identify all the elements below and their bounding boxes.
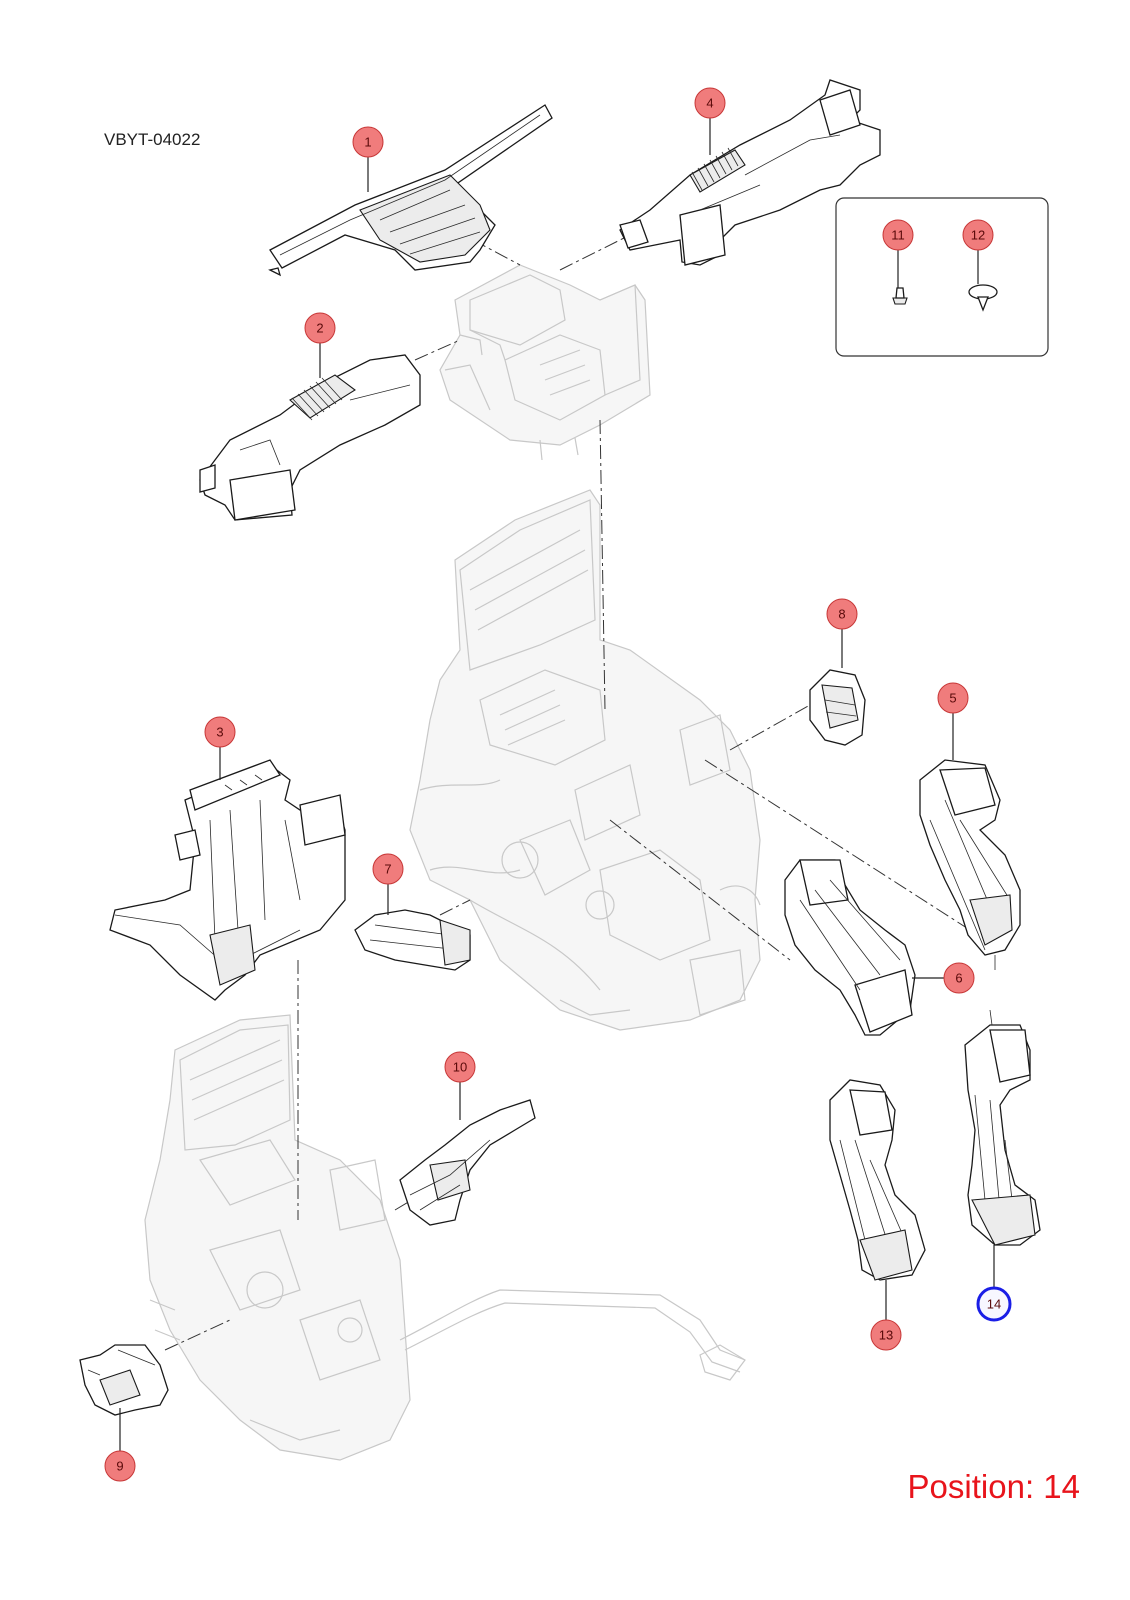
fastener-inset-box — [835, 197, 1049, 357]
callout-14-selected[interactable]: 14 — [976, 1286, 1012, 1322]
callout-5[interactable]: 5 — [937, 682, 969, 714]
code-label: VBYT-04022 — [104, 130, 201, 149]
part-11-screw — [892, 287, 908, 305]
callout-8[interactable]: 8 — [826, 598, 858, 630]
part-9-bracket-duct — [79, 1344, 169, 1416]
part-5-side-duct — [919, 759, 1021, 970]
callout-6[interactable]: 6 — [943, 962, 975, 994]
callout-2[interactable]: 2 — [304, 312, 336, 344]
part-4-right-duct — [619, 79, 881, 266]
part-3-floor-duct — [109, 759, 346, 1001]
callout-14-label: 14 — [987, 1297, 1001, 1312]
callout-12-label: 12 — [971, 228, 985, 243]
callout-3-label: 3 — [216, 725, 223, 740]
callout-11-label: 11 — [891, 228, 905, 243]
callout-11[interactable]: 11 — [882, 219, 914, 251]
callout-9[interactable]: 9 — [104, 1450, 136, 1482]
callout-3[interactable]: 3 — [204, 716, 236, 748]
part-8-vent-adapter — [809, 669, 866, 746]
callout-1[interactable]: 1 — [352, 126, 384, 158]
callout-2-label: 2 — [316, 321, 323, 336]
callout-9-label: 9 — [116, 1459, 123, 1474]
callout-4[interactable]: 4 — [694, 87, 726, 119]
callout-6-label: 6 — [955, 971, 962, 986]
callout-8-label: 8 — [838, 607, 845, 622]
callout-7-label: 7 — [384, 862, 391, 877]
callout-5-label: 5 — [949, 691, 956, 706]
hvac-housing-upper-ghost — [439, 264, 651, 461]
leader-lines — [119, 118, 995, 1451]
hvac-housing-middle-ghost — [409, 489, 761, 1031]
callout-12[interactable]: 12 — [962, 219, 994, 251]
callouts: 1 2 3 4 5 6 7 8 9 10 11 12 13 14 — [104, 87, 1012, 1482]
part-7-small-duct — [354, 909, 471, 971]
part-12-clip — [968, 284, 998, 312]
callout-13-label: 13 — [879, 1328, 893, 1343]
position-label: Position: 14 — [907, 1468, 1080, 1505]
hvac-housing-lower-ghost — [144, 1014, 746, 1461]
callout-4-label: 4 — [706, 96, 713, 111]
part-6-curved-duct — [784, 859, 916, 1036]
part-1-defroster-duct — [268, 104, 553, 277]
callout-10-label: 10 — [453, 1060, 467, 1075]
assembly-lines — [164, 234, 971, 1351]
callout-13[interactable]: 13 — [870, 1319, 902, 1351]
part-13-vertical-duct — [829, 1079, 926, 1281]
callout-10[interactable]: 10 — [444, 1051, 476, 1083]
callout-1-label: 1 — [364, 135, 371, 150]
part-14-vertical-duct — [964, 1009, 1041, 1246]
callout-7[interactable]: 7 — [372, 853, 404, 885]
part-2-left-duct — [199, 354, 421, 521]
part-10-lower-duct — [399, 1099, 536, 1226]
